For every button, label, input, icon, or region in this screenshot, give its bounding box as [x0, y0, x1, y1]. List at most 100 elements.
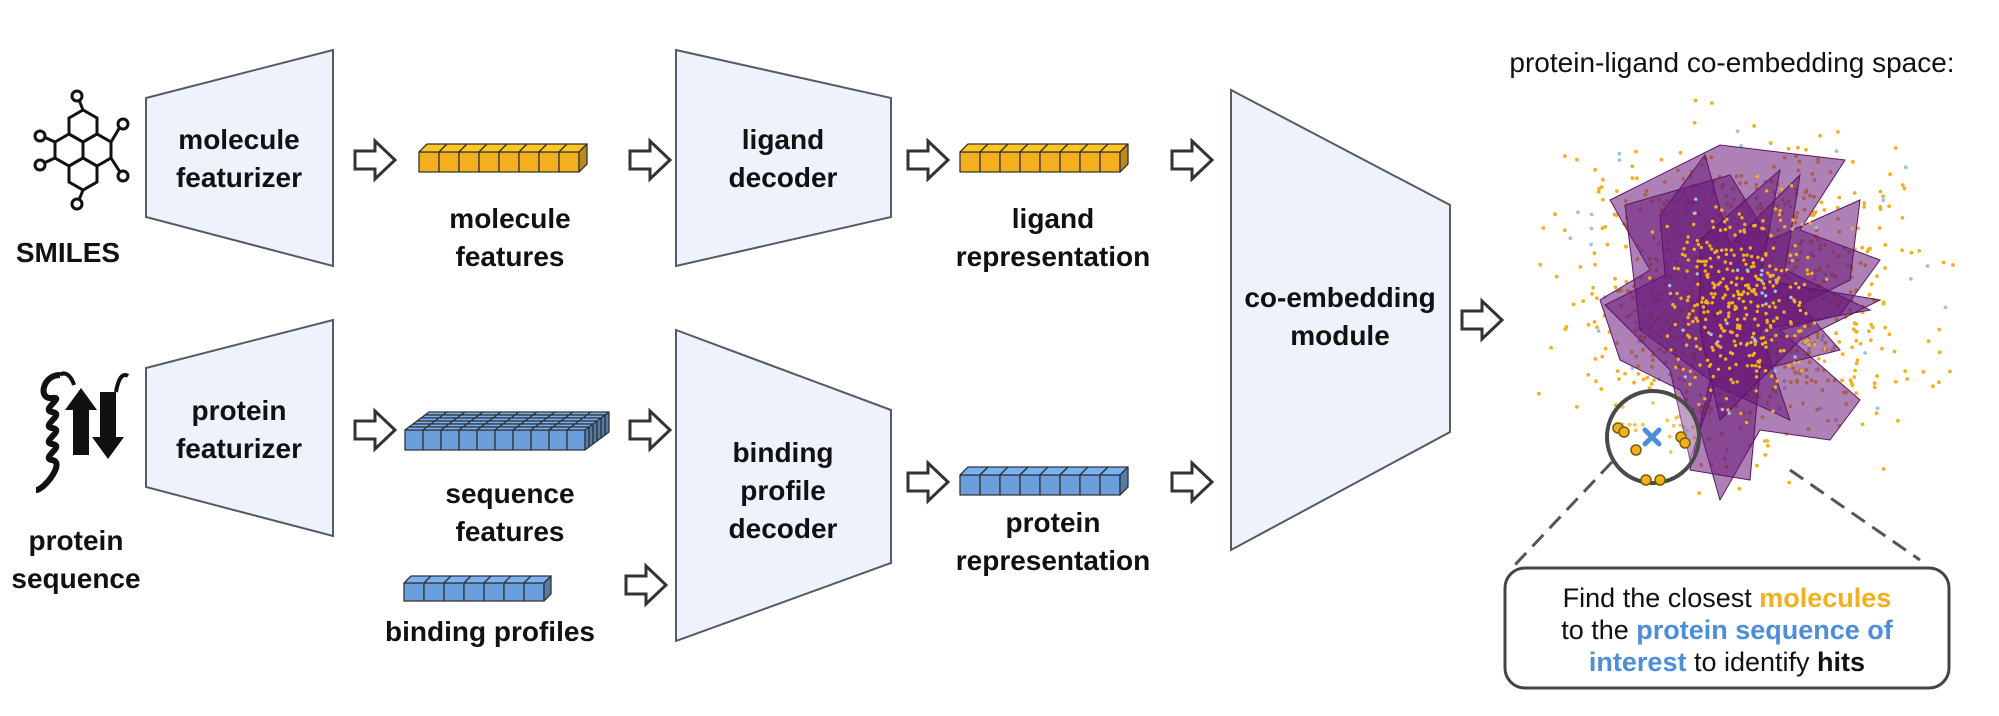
embedding-point [1574, 405, 1579, 409]
embedding-point [1600, 226, 1605, 231]
embedding-point [1680, 252, 1685, 256]
embedding-point [1727, 366, 1732, 370]
protein-representation-vector [959, 466, 1129, 496]
embedding-point [1783, 225, 1787, 229]
embedding-point [1883, 266, 1887, 270]
embedding-point [1693, 304, 1697, 308]
embedding-point [1763, 453, 1768, 457]
embedding-point [1699, 245, 1704, 250]
embedding-point [1881, 194, 1885, 199]
embedding-point [1586, 372, 1591, 377]
tensor-cell [418, 151, 440, 173]
embedding-point [1840, 352, 1845, 356]
molecule-featurizer-box: molecule featurizer [145, 48, 334, 268]
tensor-cell [558, 151, 580, 173]
embedding-point [1936, 380, 1941, 385]
embedding-point [1665, 334, 1670, 338]
embedding-point [1778, 349, 1783, 353]
embedding-point [1704, 259, 1709, 263]
callout-line1-text: Find the closest [1563, 583, 1760, 613]
embedding-point [1798, 300, 1802, 305]
embedding-point [1589, 212, 1594, 217]
embedding-point [1733, 233, 1737, 237]
embedding-point [1723, 357, 1728, 361]
embedding-point [1792, 361, 1797, 365]
embedding-point [1724, 284, 1728, 289]
embedding-point [1835, 205, 1840, 210]
embedding-point [1710, 101, 1714, 105]
embedding-point [1599, 185, 1604, 189]
embedding-point [1641, 422, 1645, 427]
embedding-point [1774, 267, 1778, 272]
tensor-cell [518, 151, 540, 173]
embedding-point [1797, 285, 1801, 290]
protein-sequence-label-line1: protein [29, 525, 124, 556]
embedding-point [1727, 411, 1732, 415]
embedding-point [1686, 235, 1690, 239]
embedding-point [1921, 369, 1926, 374]
embedding-point [1745, 364, 1750, 368]
embedding-point [1728, 225, 1732, 229]
embedding-point [1796, 145, 1800, 150]
sequence-features-tensor [404, 411, 610, 451]
tensor-cell [422, 429, 442, 451]
embedding-point [1563, 327, 1568, 332]
embedding-point [1669, 348, 1673, 352]
tensor-cell-side [578, 143, 588, 173]
embedding-point [1578, 265, 1583, 269]
molecule-features-label-line1: molecule [449, 203, 570, 234]
embedding-point [1773, 289, 1778, 293]
embedding-point [1674, 415, 1679, 420]
embedding-point [1747, 353, 1752, 358]
embedding-point [1850, 383, 1855, 388]
embedding-point [1586, 322, 1591, 327]
tensor-cell [548, 429, 568, 451]
embedding-point [1718, 280, 1723, 285]
embedding-point [1683, 375, 1688, 379]
embedding-point [1738, 324, 1742, 328]
embedding-point [1771, 273, 1775, 278]
embedding-point [1896, 418, 1900, 423]
embedding-point [1731, 380, 1735, 385]
embedding-point [1756, 323, 1760, 327]
tensor-cell [999, 474, 1021, 496]
embedding-point [1805, 268, 1809, 272]
protein-featurizer-box: protein featurizer [145, 318, 334, 538]
embedding-point [1596, 329, 1601, 333]
embedding-point [1740, 276, 1744, 281]
embedding-point [1753, 223, 1757, 228]
embedding-point [1878, 207, 1883, 212]
embedding-point [1775, 279, 1780, 283]
embedding-point [1762, 439, 1767, 443]
tensor-cell [503, 582, 525, 602]
embedding-point [1711, 225, 1716, 230]
embedding-point [1613, 285, 1618, 290]
embedding-point [1593, 357, 1598, 361]
embedding-point [1645, 375, 1650, 380]
embedding-point [1771, 246, 1776, 250]
embedding-point [1595, 325, 1599, 330]
callout-hits-highlight: hits [1817, 647, 1865, 677]
embedding-point [1688, 369, 1693, 374]
arrow-icon [1170, 461, 1214, 503]
embedding-point [1814, 210, 1818, 214]
embedding-point [1900, 183, 1905, 188]
embedding-point [1605, 242, 1610, 247]
embedding-point [1769, 374, 1774, 378]
embedding-point [1741, 299, 1746, 304]
embedding-point [1756, 304, 1760, 309]
embedding-point [1724, 252, 1729, 257]
embedding-point [1758, 358, 1762, 363]
embedding-point [1851, 160, 1855, 164]
embedding-point [1771, 409, 1775, 413]
embedding-point [1691, 309, 1695, 313]
embedding-point [1723, 220, 1727, 224]
embedding-point [1576, 210, 1580, 215]
embedding-point [1794, 281, 1798, 286]
tensor-cell [498, 151, 520, 173]
embedding-point [1706, 309, 1710, 314]
molecule-structure-icon [33, 89, 130, 211]
embedding-point [1668, 291, 1673, 296]
embedding-point [1739, 411, 1743, 416]
